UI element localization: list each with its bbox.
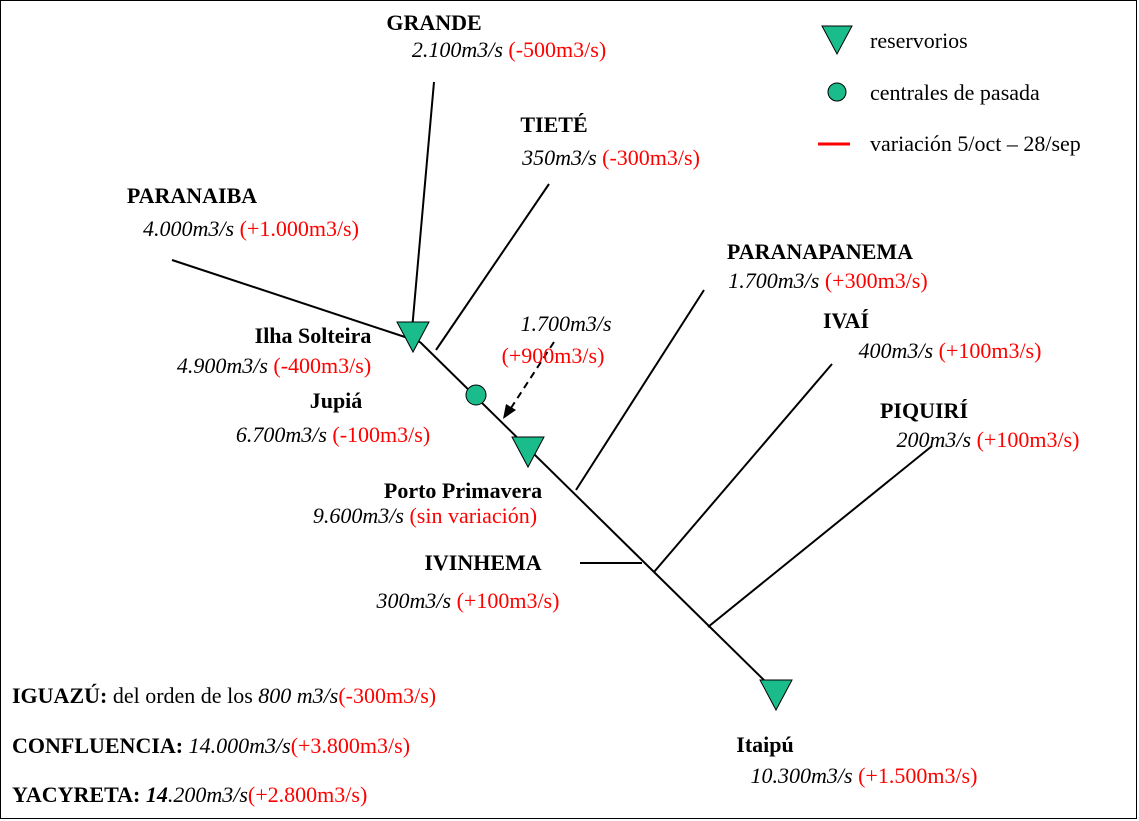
ivai-name: IVAÍ	[822, 308, 870, 333]
ivinhema-name: IVINHEMA	[424, 550, 542, 575]
itaipu-values: 10.300m3/s (+1.500m3/s)	[750, 763, 978, 788]
ilha-solteira-name: Ilha Solteira	[254, 323, 372, 348]
jupia-name: Jupiá	[309, 388, 363, 413]
paranaiba-river	[171, 259, 421, 343]
ilha-solteira-reservoir-icon	[396, 321, 430, 354]
legend-circle-icon	[827, 82, 847, 102]
ivinhema-values: 300m3/s (+100m3/s)	[376, 588, 560, 613]
porto-primavera-reservoir-icon	[511, 436, 545, 469]
legend-triangle-down-icon	[821, 25, 853, 56]
ivai-river	[653, 363, 833, 573]
summary-yacyreta: YACYRETA: 14.200m3/s(+2.800m3/s)	[12, 782, 368, 807]
ilha-solteira-values: 4.900m3/s (-400m3/s)	[176, 353, 372, 378]
summary-confluencia: CONFLUENCIA: 14.000m3/s(+3.800m3/s)	[12, 733, 411, 758]
transfer-change: (+900m3/s)	[501, 343, 605, 368]
transfer-arrow-head	[503, 404, 516, 419]
piquiri-river	[707, 445, 933, 628]
ivai-values: 400m3/s (+100m3/s)	[858, 338, 1042, 363]
tiete-name: TIETÉ	[520, 112, 588, 137]
jupia-run-of-river-icon	[465, 384, 487, 406]
grande-values: 2.100m3/s (-500m3/s)	[411, 37, 607, 62]
transfer-arrow	[510, 341, 555, 409]
legend-variation-label: variación 5/oct – 28/sep	[870, 131, 1081, 156]
jupia-values: 6.700m3/s (-100m3/s)	[235, 422, 431, 447]
paranapanema-river	[575, 289, 705, 491]
grande-river	[411, 81, 435, 331]
paranaiba-values: 4.000m3/s (+1.000m3/s)	[143, 216, 359, 241]
paranaiba-name: PARANAIBA	[126, 183, 258, 208]
transfer-flow: 1.700m3/s	[520, 311, 612, 336]
paranapanema-name: PARANAPANEMA	[726, 239, 914, 264]
piquiri-values: 200m3/s (+100m3/s)	[896, 427, 1080, 452]
legend-run-of-river-label: centrales de pasada	[870, 80, 1040, 105]
legend-reservoir-label: reservorios	[870, 28, 968, 53]
porto-primavera-name: Porto Primavera	[383, 478, 543, 503]
itaipu-reservoir-icon	[759, 679, 793, 712]
tiete-values: 350m3/s (-300m3/s)	[522, 145, 700, 170]
piquiri-name: PIQUIRÍ	[879, 398, 969, 423]
tiete-river	[435, 183, 550, 351]
itaipu-name: Itaipú	[736, 732, 794, 757]
summary-iguazu: IGUAZÚ: del orden de los 800 m3/s(-300m3…	[12, 683, 437, 708]
grande-name: GRANDE	[386, 10, 482, 35]
paranapanema-values: 1.700m3/s (+300m3/s)	[728, 268, 928, 293]
porto-primavera-values: 9.600m3/s (sin variación)	[312, 503, 538, 528]
